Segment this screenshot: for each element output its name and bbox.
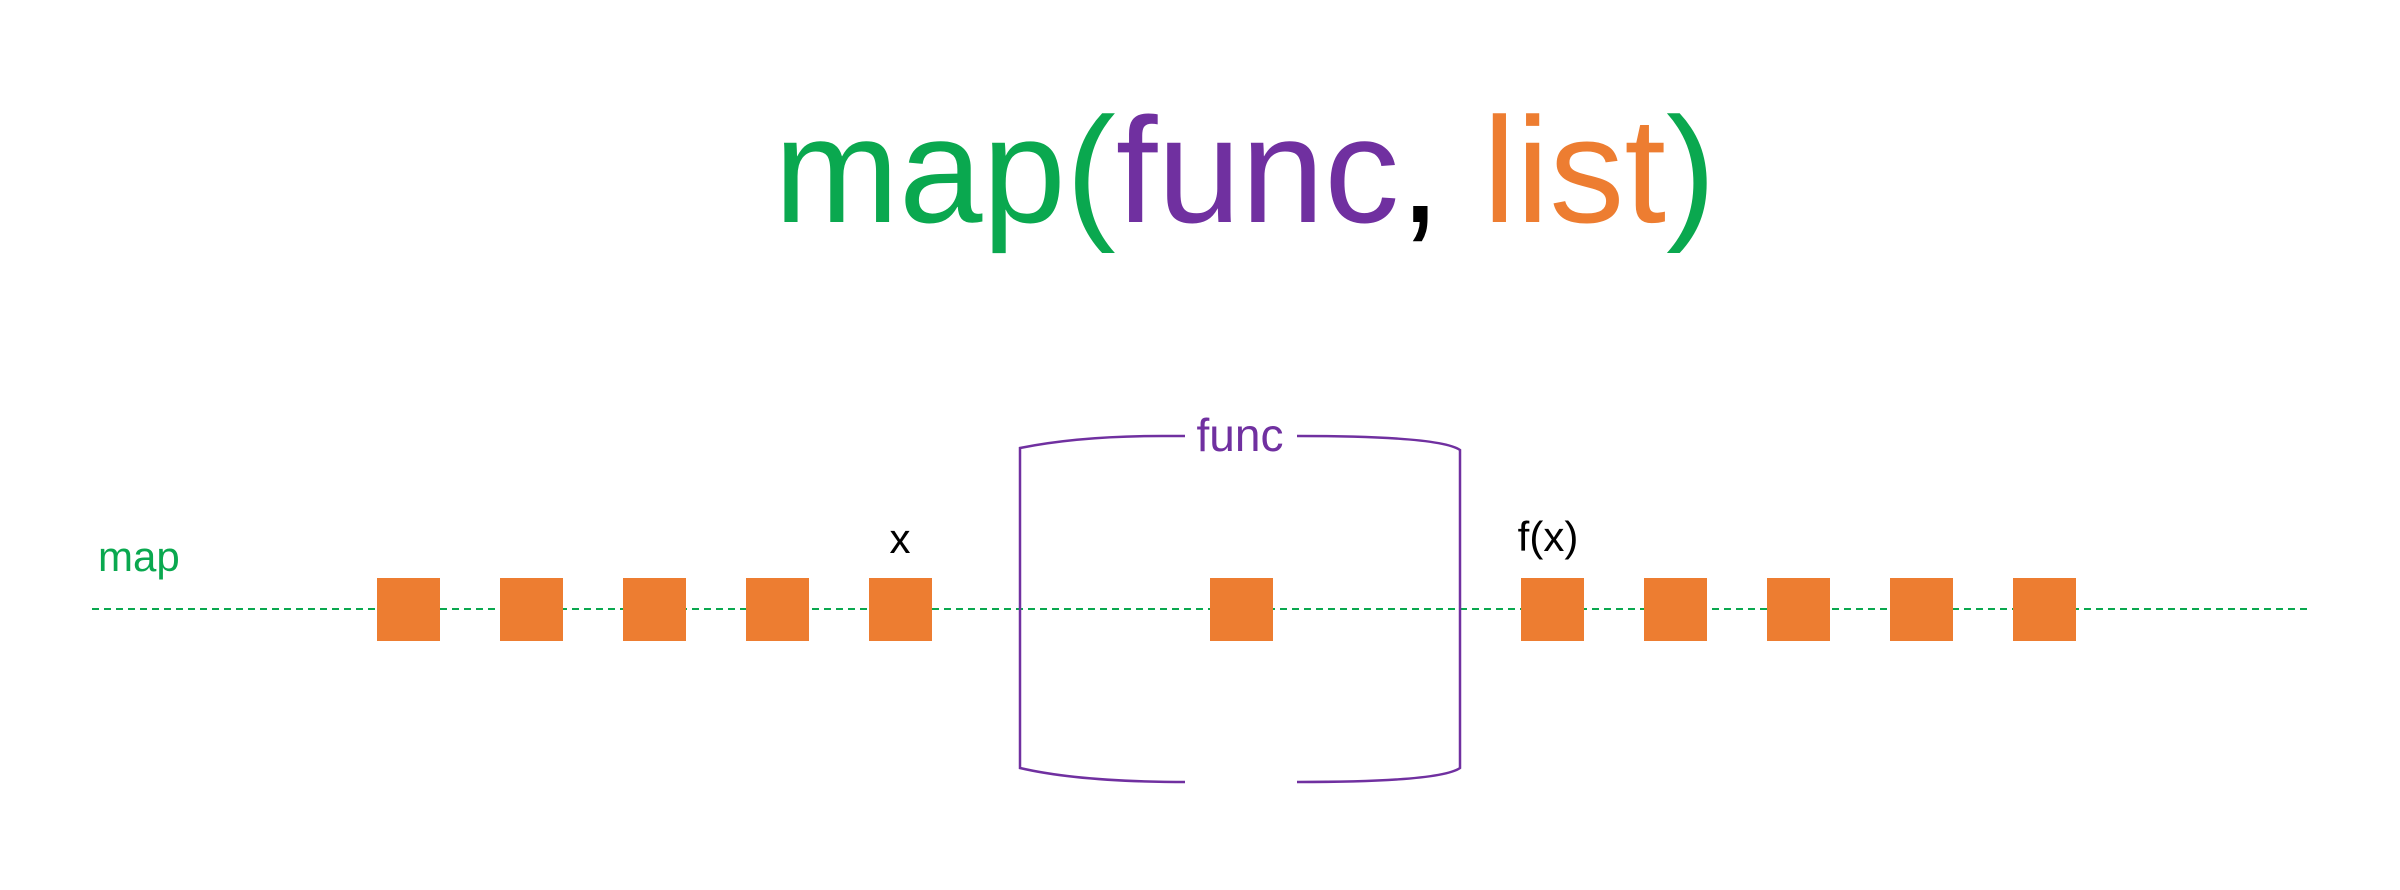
input-item	[500, 578, 563, 641]
input-item	[746, 578, 809, 641]
func-label: func	[1197, 409, 1284, 461]
fx-label: f(x)	[1518, 513, 1579, 560]
x-label: x	[890, 515, 911, 562]
func-bottom-gap	[1185, 770, 1297, 790]
title-map: map	[774, 86, 1066, 254]
output-item	[1890, 578, 1953, 641]
func-bracket	[1018, 434, 1462, 784]
map-signature-title: map(func, list)	[774, 86, 1716, 254]
func-item	[1210, 578, 1273, 641]
input-item	[377, 578, 440, 641]
input-list	[377, 578, 932, 641]
func-bracket-top-left	[1018, 434, 1188, 784]
title-list: list	[1483, 86, 1666, 254]
title-func: func	[1116, 86, 1400, 254]
output-item	[1644, 578, 1707, 641]
title-close-paren: )	[1666, 86, 1716, 254]
output-list	[1521, 578, 2076, 641]
title-open-paren: (	[1066, 86, 1116, 254]
func-label-gap	[1185, 420, 1297, 452]
title-comma: ,	[1399, 86, 1441, 254]
input-item	[623, 578, 686, 641]
title-space	[1441, 86, 1483, 254]
input-item	[869, 578, 932, 641]
output-item	[1521, 578, 1584, 641]
output-item	[1767, 578, 1830, 641]
func-bracket-top	[1187, 434, 1462, 784]
output-item	[2013, 578, 2076, 641]
map-line-label: map	[98, 533, 180, 580]
